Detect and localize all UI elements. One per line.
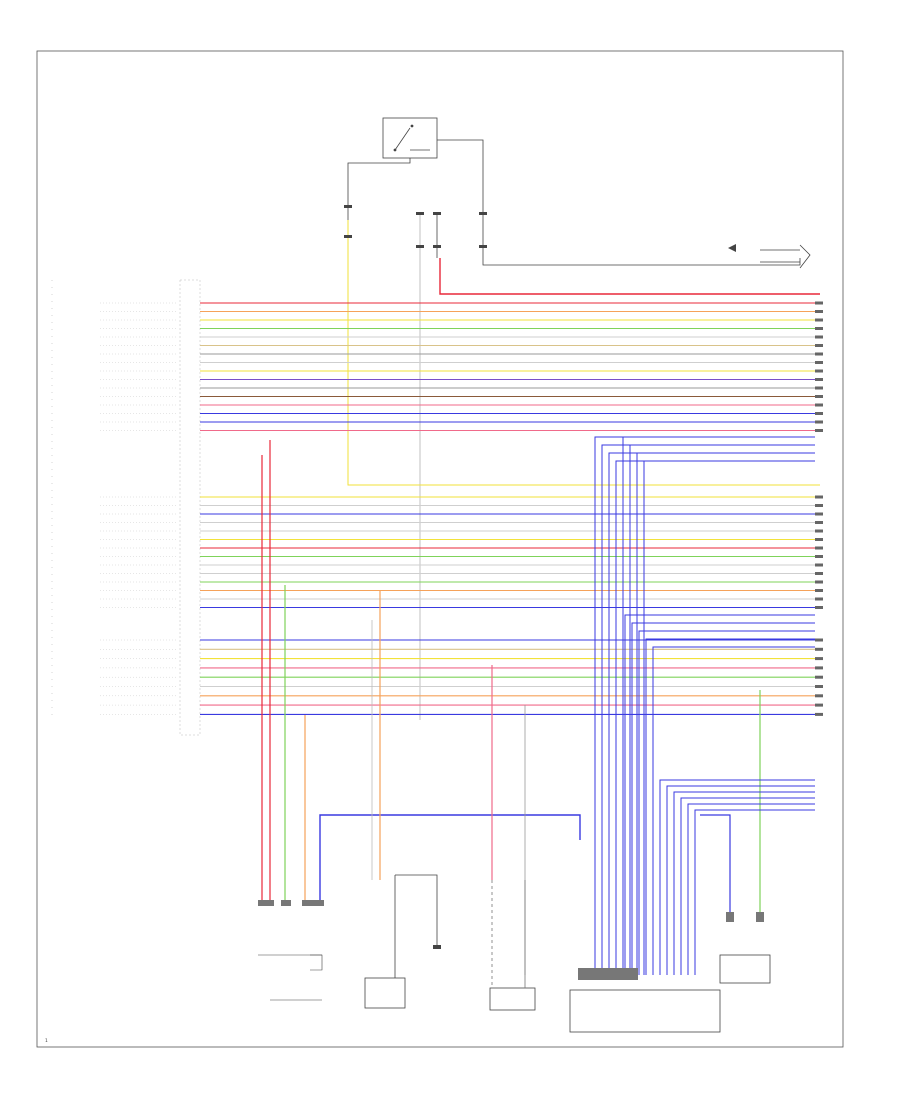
- right-pin: [815, 327, 823, 330]
- right-pin: [815, 597, 823, 601]
- bottom-right-multi-connector: [569, 968, 721, 1033]
- right-pin: [815, 395, 823, 398]
- right-pin: [815, 352, 823, 356]
- left-label-stubs: [100, 302, 178, 715]
- right-pin: [815, 412, 823, 415]
- blue-bus-wire: [629, 444, 815, 975]
- right-pin: [815, 666, 823, 670]
- right-pin: [815, 344, 823, 347]
- blue-loop-wire: [319, 814, 581, 905]
- right-pin: [815, 529, 823, 533]
- switch-connector-pins: [344, 205, 487, 248]
- blue-fan-wire: [687, 803, 815, 975]
- blue-bus-wire: [636, 452, 815, 975]
- right-pin: [815, 572, 823, 575]
- top-right-sensor: [728, 244, 811, 269]
- right-pin: [815, 512, 823, 516]
- right-pin: [815, 369, 823, 373]
- right-pin: [815, 685, 823, 688]
- right-pin: [815, 675, 823, 679]
- red-supply-wire: [439, 258, 820, 295]
- blue-fan-wire: [659, 779, 815, 975]
- blue-fan-group: [659, 779, 815, 975]
- right-pin: [815, 546, 823, 550]
- right-pin: [815, 589, 823, 592]
- right-pin: [815, 429, 823, 432]
- right-pin: [815, 521, 823, 524]
- blue-bus-group: [594, 436, 815, 975]
- blue-bus-wire: [601, 444, 815, 975]
- right-pin: [815, 403, 823, 407]
- blue-bus-wire-lower: [624, 614, 815, 975]
- right-pin: [815, 310, 823, 313]
- blue-fan-wire: [673, 791, 815, 975]
- right-pin: [815, 495, 823, 499]
- blue-bus-wire-lower: [652, 646, 815, 975]
- blue-fan-wire: [694, 809, 815, 975]
- right-pin: [815, 318, 823, 322]
- control-module-outline: [179, 279, 201, 736]
- right-pin: [815, 657, 823, 661]
- right-pin: [815, 301, 823, 305]
- right-pin: [815, 555, 823, 558]
- center-right-sensor: [489, 880, 536, 1011]
- blue-fan-wire: [666, 785, 815, 975]
- switch-output-wire: [437, 139, 801, 266]
- right-pin: [815, 420, 823, 424]
- blue-bus-wire-lower: [645, 638, 815, 975]
- harness-wire-group: [200, 302, 815, 715]
- right-connector-pins: [815, 301, 823, 716]
- blue-bus-wire-lower: [638, 630, 815, 975]
- far-right-sensor: [700, 814, 771, 984]
- right-pin: [815, 361, 823, 364]
- blue-fan-wire: [680, 797, 815, 975]
- page-number: 1: [45, 1038, 48, 1044]
- right-pin: [815, 504, 823, 507]
- right-pin: [815, 335, 823, 339]
- bottom-left-connector: [258, 900, 324, 1001]
- right-pin: [815, 647, 823, 651]
- right-pin: [815, 694, 823, 698]
- switch-feed-wire: [347, 158, 411, 220]
- right-pin: [815, 703, 823, 707]
- right-pin: [815, 606, 823, 609]
- right-pin: [815, 386, 823, 390]
- blue-bus-wire-lower: [631, 622, 815, 975]
- right-pin: [815, 563, 823, 567]
- right-pin: [815, 712, 823, 716]
- right-pin: [815, 378, 823, 381]
- blue-bus-wire: [594, 436, 815, 975]
- blue-bus-wire: [643, 460, 815, 975]
- middle-sensor-component: [364, 874, 441, 1009]
- diagram-border: [36, 50, 844, 1048]
- ignition-switch: [382, 117, 438, 159]
- right-pin: [815, 580, 823, 584]
- right-pin: [815, 638, 823, 642]
- yellow-feed-wire: [347, 220, 820, 486]
- blue-bus-wire: [622, 436, 815, 975]
- right-pin: [815, 538, 823, 541]
